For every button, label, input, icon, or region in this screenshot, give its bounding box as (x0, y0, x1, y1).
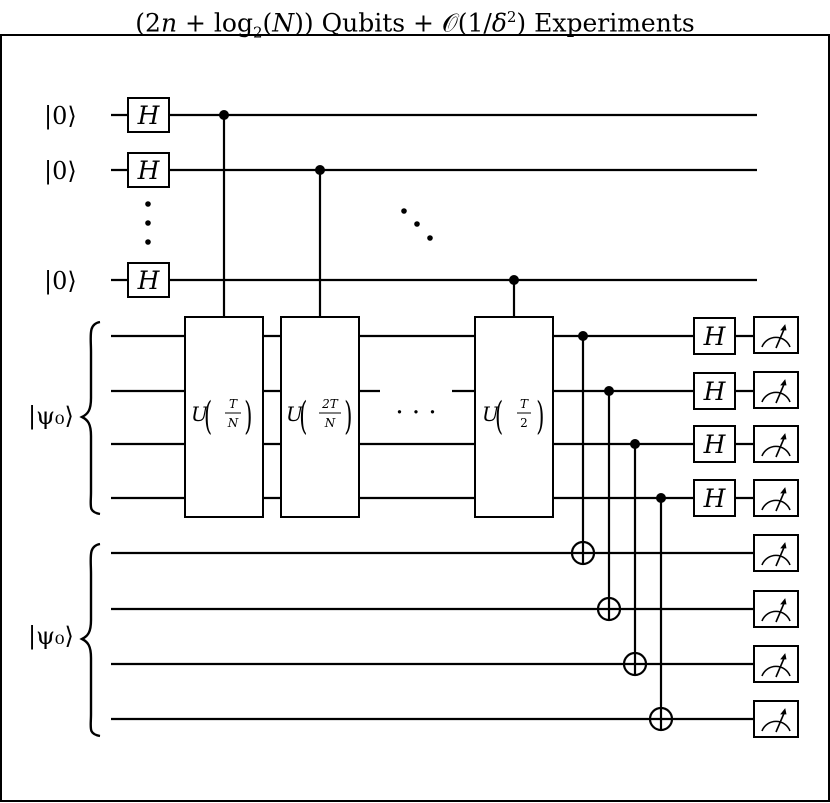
control-dot (219, 110, 229, 120)
diagram-title: (2n + log2(N)) Qubits + 𝒪(1/δ2) Experime… (135, 8, 695, 42)
evolution-gate-3: U ( T 2 ) (474, 316, 554, 518)
hadamard-gate: H (127, 152, 170, 188)
svg-text:(: ( (495, 396, 503, 439)
hadamard-gate: H (127, 97, 170, 133)
svg-text:H: H (703, 430, 727, 459)
control-dot (604, 386, 614, 396)
svg-text:N: N (227, 416, 239, 430)
svg-text:): ) (344, 396, 352, 439)
gate-ellipsis: · · · (395, 398, 436, 428)
ancilla-vertical-dots (145, 201, 151, 245)
svg-text:H: H (137, 266, 161, 295)
measurement-meter-icon (753, 316, 799, 354)
measurement-meter-icon (753, 479, 799, 517)
svg-text:N: N (324, 416, 336, 430)
hadamard-gate: H (693, 372, 736, 410)
register-labels: |ψ₀⟩ |ψ₀⟩ (28, 402, 74, 651)
hadamard-gate: H (127, 262, 170, 298)
svg-text:T: T (229, 397, 238, 411)
svg-text:): ) (244, 396, 252, 439)
control-lines (222, 115, 663, 730)
svg-text:U: U (191, 402, 209, 426)
svg-text:2T: 2T (321, 397, 339, 411)
measurement-meter-icon (753, 645, 799, 683)
measurement-meter-icon (753, 371, 799, 409)
svg-text:H: H (703, 322, 727, 351)
hadamard-gate: H (693, 479, 736, 517)
hadamard-gate: H (693, 425, 736, 463)
diagonal-dots (401, 208, 433, 241)
brace (79, 542, 101, 738)
diagram-frame (0, 34, 830, 802)
control-dot (630, 439, 640, 449)
measurement-meter-icon (753, 425, 799, 463)
measurement-meter-icon (753, 700, 799, 738)
brace (79, 320, 101, 516)
control-dot (315, 165, 325, 175)
measurement-meter-icon (753, 590, 799, 628)
measurement-meter-icon (753, 534, 799, 572)
svg-text:): ) (536, 396, 544, 439)
svg-text:(: ( (299, 396, 307, 439)
ancilla-label: |0⟩ (44, 102, 77, 131)
register-label: |ψ₀⟩ (28, 622, 74, 651)
svg-text:2: 2 (520, 416, 528, 430)
control-dots (219, 110, 666, 503)
measurement-meters (753, 316, 799, 738)
wires (111, 113, 757, 721)
ancilla-label: |0⟩ (44, 157, 77, 186)
evolution-gate-1: U ( T N ) (184, 316, 264, 518)
evolution-gate-2: U ( 2T N ) (280, 316, 360, 518)
hadamard-gate: H (693, 317, 736, 355)
svg-text:H: H (137, 156, 161, 185)
hadamard-gates: H H H H H H H (127, 97, 736, 517)
target-xor-icon (570, 540, 596, 566)
svg-text:H: H (137, 101, 161, 130)
control-dot (578, 331, 588, 341)
register-braces (79, 320, 101, 738)
control-dot (656, 493, 666, 503)
control-dot (509, 275, 519, 285)
svg-text:U: U (286, 402, 304, 426)
register-label: |ψ₀⟩ (28, 402, 74, 431)
evolution-gates: U ( T N ) U ( 2T N ) U ( T 2 ) (184, 316, 554, 518)
svg-text:(: ( (204, 396, 212, 439)
svg-text:H: H (703, 377, 727, 406)
target-xor-icon (648, 706, 674, 732)
target-xor-icon (622, 651, 648, 677)
cnot-targets (570, 540, 674, 732)
ancilla-label: |0⟩ (44, 267, 77, 296)
ancilla-labels: |0⟩ |0⟩ |0⟩ (44, 102, 77, 296)
target-xor-icon (596, 596, 622, 622)
svg-text:U: U (482, 402, 500, 426)
svg-text:T: T (520, 397, 529, 411)
svg-text:H: H (703, 484, 727, 513)
